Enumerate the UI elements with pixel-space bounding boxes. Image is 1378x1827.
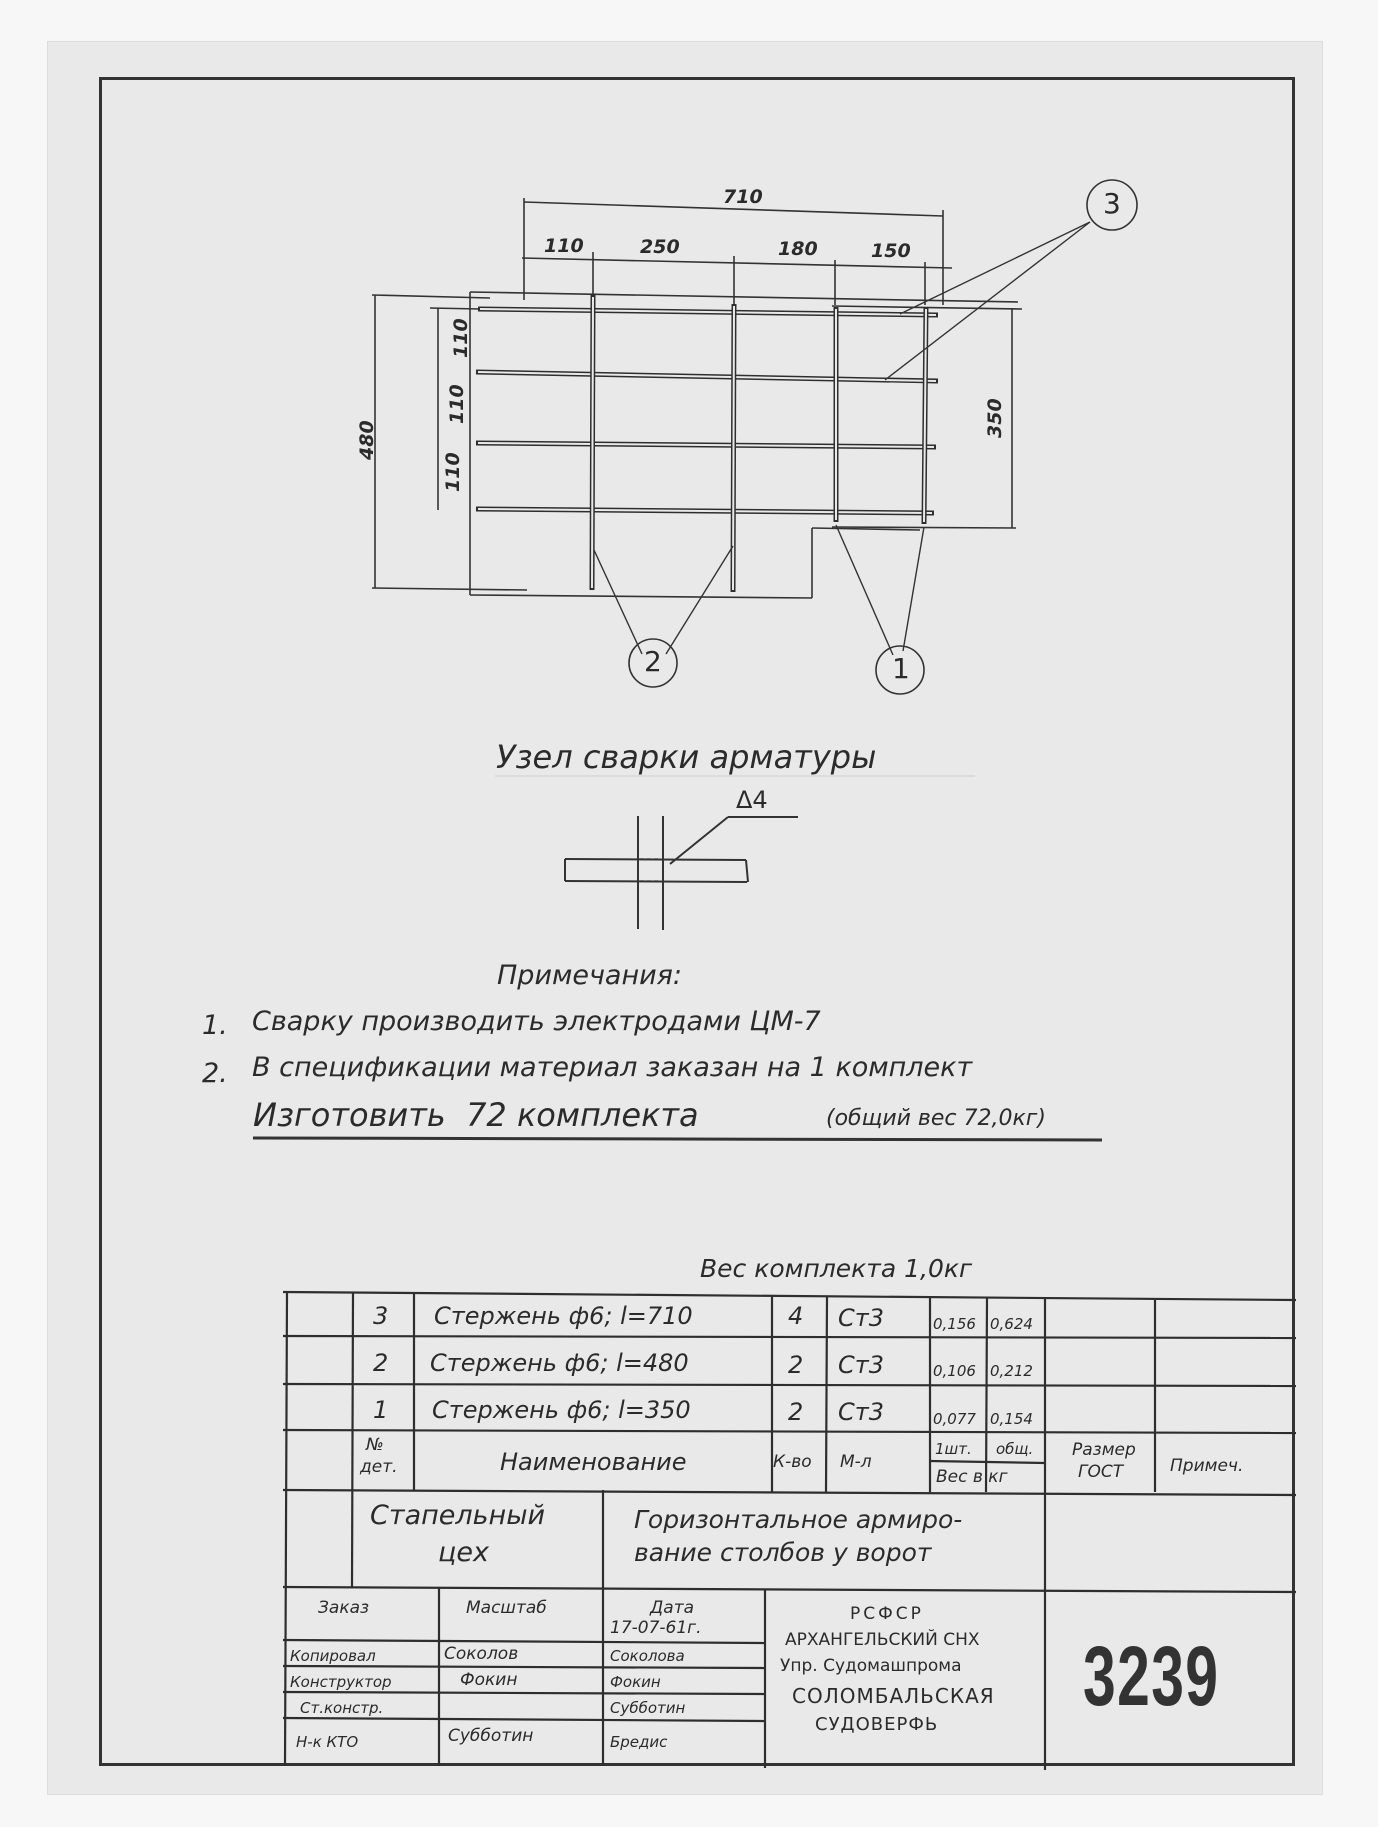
dim-segment-3: 180 xyxy=(778,238,818,260)
dim-row-spacing-3: 110 xyxy=(442,452,464,492)
shop-name-line2: цех xyxy=(438,1537,489,1568)
header-no-top: № xyxy=(366,1435,384,1455)
note-2-text: В спецификации материал заказан на 1 ком… xyxy=(252,1052,973,1083)
date-value: 17-07-61г. xyxy=(610,1618,702,1638)
role-designer: Конструктор xyxy=(290,1673,392,1691)
manufacture-quantity: Изготовить 72 комплекта xyxy=(253,1096,699,1134)
dim-row-spacing-1: 110 xyxy=(450,318,472,358)
row-2-qty: 2 xyxy=(788,1351,804,1379)
role-senior-designer: Ст.констр. xyxy=(300,1699,384,1717)
shop-name-line1: Стапельный xyxy=(370,1500,546,1531)
set-weight: Вес комплекта 1,0кг xyxy=(700,1254,973,1283)
callout-part-3: 3 xyxy=(1103,187,1121,220)
org-line-1: РСФСР xyxy=(850,1604,924,1624)
row-2-name: Стержень ф6; l=480 xyxy=(430,1349,689,1377)
row-3-name: Стержень ф6; l=710 xyxy=(434,1302,693,1330)
header-unit: 1шт. xyxy=(935,1440,972,1458)
row-3-material: Ст3 xyxy=(838,1304,885,1332)
date-label: Дата xyxy=(650,1598,695,1618)
header-remark: Примеч. xyxy=(1170,1456,1244,1476)
header-material: М-л xyxy=(840,1452,872,1472)
org-line-2: АРХАНГЕЛЬСКИЙ СНХ xyxy=(785,1630,980,1650)
dim-segment-4: 150 xyxy=(871,240,911,262)
org-line-4: СОЛОМБАЛЬСКАЯ xyxy=(792,1684,995,1708)
dim-right-height: 350 xyxy=(984,398,1006,438)
notes-heading: Примечания: xyxy=(497,960,683,991)
drawing-frame xyxy=(99,77,1295,1766)
drawing-title-line1: Горизонтальное армиро- xyxy=(634,1505,963,1534)
header-size-top: Размер xyxy=(1072,1440,1136,1460)
callout-part-2: 2 xyxy=(644,645,662,678)
row-2-unit-weight: 0,106 xyxy=(933,1362,976,1380)
signature-copied: Соколов xyxy=(444,1644,519,1664)
org-line-3: Упр. Судомашпрома xyxy=(780,1656,962,1676)
name-designer: Фокин xyxy=(610,1673,661,1691)
note-1-number: 1. xyxy=(202,1010,228,1041)
dim-segment-1: 110 xyxy=(544,235,584,257)
signature-designer: Фокин xyxy=(460,1670,518,1690)
header-total: общ. xyxy=(996,1440,1034,1458)
signature-head-kto: Субботин xyxy=(448,1726,534,1746)
name-head-kto: Бредис xyxy=(610,1733,668,1751)
org-line-5: СУДОВЕРФЬ xyxy=(815,1714,939,1735)
weld-detail-title: Узел сварки арматуры xyxy=(496,738,877,776)
weld-symbol: Δ4 xyxy=(736,786,768,814)
dim-overall-height: 480 xyxy=(356,420,378,460)
header-weight: Вес в кг xyxy=(936,1467,1008,1487)
drawing-number: 3239 xyxy=(1083,1629,1220,1723)
header-size-bottom: ГОСТ xyxy=(1078,1462,1124,1482)
row-3-unit-weight: 0,156 xyxy=(933,1315,976,1333)
role-copied: Копировал xyxy=(290,1647,376,1665)
row-2-no: 2 xyxy=(373,1349,389,1377)
order-label: Заказ xyxy=(318,1598,370,1618)
total-weight-note: (общий вес 72,0кг) xyxy=(826,1106,1046,1131)
row-3-qty: 4 xyxy=(788,1302,804,1330)
paper-sheet xyxy=(48,42,1322,1794)
row-2-material: Ст3 xyxy=(838,1351,885,1379)
name-senior-designer: Субботин xyxy=(610,1699,686,1717)
name-copied: Соколова xyxy=(610,1647,685,1665)
row-3-total-weight: 0,624 xyxy=(990,1315,1033,1333)
row-1-qty: 2 xyxy=(788,1398,804,1426)
row-1-total-weight: 0,154 xyxy=(990,1410,1033,1428)
header-no-bottom: дет. xyxy=(360,1457,398,1477)
drawing-title-line2: вание столбов у ворот xyxy=(634,1538,932,1567)
header-qty: К-во xyxy=(773,1452,812,1472)
note-2-number: 2. xyxy=(202,1058,228,1089)
role-head-kto: Н-к КТО xyxy=(296,1733,359,1751)
note-1-text: Сварку производить электродами ЦМ-7 xyxy=(252,1006,821,1037)
header-name: Наименование xyxy=(500,1448,687,1476)
row-3-no: 3 xyxy=(373,1302,389,1330)
row-2-total-weight: 0,212 xyxy=(990,1362,1033,1380)
row-1-material: Ст3 xyxy=(838,1398,885,1426)
callout-part-1: 1 xyxy=(892,652,910,685)
row-1-no: 1 xyxy=(373,1396,389,1424)
row-1-name: Стержень ф6; l=350 xyxy=(432,1396,691,1424)
dim-segment-2: 250 xyxy=(640,236,680,258)
dim-row-spacing-2: 110 xyxy=(446,384,468,424)
row-1-unit-weight: 0,077 xyxy=(933,1410,976,1428)
scale-label: Масштаб xyxy=(466,1598,547,1618)
dim-overall-width: 710 xyxy=(723,186,763,208)
